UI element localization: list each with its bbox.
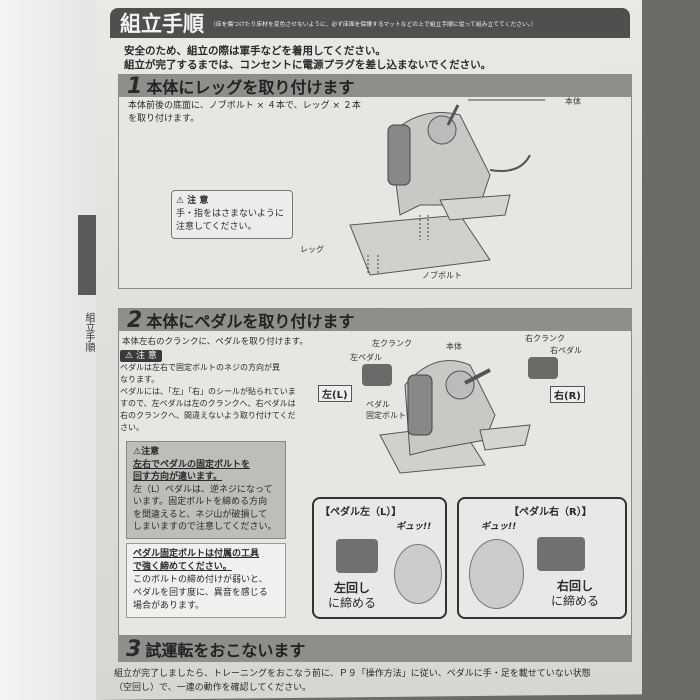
right-pedal-callout: 【ペダル右（R）】 ギュッ!! 右回しに締める xyxy=(457,497,627,619)
label-knob-bolt: ノブボルト xyxy=(422,271,462,280)
text-line: 回す方向が違います。 xyxy=(133,472,223,482)
text-line: 左（L）ペダルは、逆ネジになって xyxy=(133,484,273,495)
warning-icon: ⚠ xyxy=(133,447,142,457)
text-line: しまいますので注意してください。 xyxy=(133,522,277,532)
text-line: を取り付けます。 xyxy=(128,114,200,124)
step-2-header: 2 本体にペダルを取り付けます xyxy=(119,307,631,333)
step-number: 2 xyxy=(127,307,143,333)
step-title: 本体にペダルを取り付けます xyxy=(146,312,355,331)
callout-title: 【ペダル右（R）】 xyxy=(509,507,592,518)
step-number: 3 xyxy=(126,636,142,662)
text-line: なります。 xyxy=(120,375,160,384)
text-line: （空回し）で、一連の動作を確認してください。 xyxy=(114,683,312,693)
text-line: で強く締めてください。 xyxy=(133,562,232,572)
bolt-tightening-box: ペダル固定ボルトは付属の工具 で強く締めてください。 このボルトの締め付けが弱い… xyxy=(126,543,286,618)
text-line: 本体前後の底面に、ノブボルト × ４本で、レッグ × ２本 xyxy=(128,101,361,111)
text-line: 左右でペダルの固定ボルトを xyxy=(133,459,251,470)
crank-image xyxy=(469,539,524,609)
right-tag: 右(R) xyxy=(550,386,585,403)
step-2-caution: ⚠ 注 意 ペダルは左右で固定ボルトのネジの方向が異 なります。 ペダルには、「… xyxy=(120,350,315,434)
direction-warning-box: ⚠注意 左右でペダルの固定ボルトを 回す方向が違います。 左（L）ペダルは、逆ネ… xyxy=(126,441,286,539)
adjacent-page xyxy=(0,0,100,700)
label-body: 本体 xyxy=(565,97,581,106)
text-line: 場合があります。 xyxy=(133,601,205,611)
page-title: 組立手順 xyxy=(120,12,204,36)
label-leg: レッグ xyxy=(300,245,324,254)
caution-title: 注 意 xyxy=(187,196,209,206)
text-line: 注意してください。 xyxy=(176,222,257,232)
side-tab-label: 組立手順 xyxy=(83,312,94,352)
left-pedal-callout: 【ペダル左（L）】 ギュッ!! 左回しに締める xyxy=(312,497,447,619)
label-body: 本体 xyxy=(446,342,462,351)
step-3-text: 組立が完了しましたら、トレーニングをおこなう前に、Ｐ９「操作方法」に従い、ペダル… xyxy=(114,667,591,695)
label-left-crank: 左クランク xyxy=(372,339,412,348)
label-right-crank: 右クランク xyxy=(525,334,565,343)
text-line: 組立が完了しましたら、トレーニングをおこなう前に、Ｐ９「操作方法」に従い、ペダル… xyxy=(114,669,591,679)
step-2-text: 本体左右のクランクに、ペダルを取り付けます。 xyxy=(122,337,308,347)
pedal-image xyxy=(537,537,585,571)
left-tag: 左(L) xyxy=(318,385,352,402)
text-line: ペダルを回す度に、異音を感じる xyxy=(133,588,268,598)
step-title: 試運転をおこないます xyxy=(145,641,306,660)
caution-tag: ⚠ 注 意 xyxy=(120,350,162,362)
step-3-header: 3 試運転をおこないます xyxy=(118,636,632,662)
intro-text: 安全のため、組立の際は軍手などを着用してください。 組立が完了するまでは、コンセ… xyxy=(124,44,491,72)
step-1-text: 本体前後の底面に、ノブボルト × ４本で、レッグ × ２本 を取り付けます。 xyxy=(128,100,361,126)
page-header: 組立手順 （床を傷つけたり床材を変色させないように、必ず床面を保護するマットなど… xyxy=(110,8,630,38)
callout-action: 右回しに締める xyxy=(551,579,600,608)
intro-line: 組立が完了するまでは、コンセントに電源プラグを差し込まないでください。 xyxy=(124,59,492,71)
warning-icon: ⚠ xyxy=(125,351,134,361)
warning-icon: ⚠ xyxy=(176,196,185,206)
callout-action: 左回しに締める xyxy=(328,581,377,610)
crank-image xyxy=(394,544,442,604)
text-line: 手・指をはさまないように xyxy=(176,209,284,219)
bike-leg-diagram xyxy=(349,99,545,276)
pedal-image xyxy=(336,539,378,573)
text-line: すので、左ペダルは左のクランクへ、右ペダルは xyxy=(120,399,296,408)
step-title: 本体にレッグを取り付けます xyxy=(146,78,355,97)
step-1-caution-box: ⚠ 注 意 手・指をはさまないように 注意してください。 xyxy=(171,190,293,239)
intro-line: 安全のため、組立の際は軍手などを着用してください。 xyxy=(124,45,386,57)
step-3-section: 3 試運転をおこないます xyxy=(118,636,632,662)
label-right-pedal: 右ペダル xyxy=(550,346,582,355)
label-pedal-bolt: ペダル固定ボルト xyxy=(366,400,406,420)
header-note: （床を傷つけたり床材を変色させないように、必ず床面を保護するマットなどの上で組立… xyxy=(210,21,537,28)
text-line: ペダルには、「左」「右」のシールが貼られていま xyxy=(120,387,296,396)
text-line: 右のクランクへ、間違えないよう取り付けてくだ xyxy=(120,411,296,420)
text-line: このボルトの締め付けが弱いと、 xyxy=(133,575,268,585)
callout-sfx: ギュッ!! xyxy=(396,522,432,532)
left-pedal-image xyxy=(362,364,392,386)
text-line: います。固定ボルトを締める方向 xyxy=(133,497,268,507)
label-left-pedal: 左ペダル xyxy=(350,353,382,362)
text-line: ペダル固定ボルトは付属の工具 xyxy=(133,549,260,559)
bike-pedal-diagram xyxy=(379,360,531,474)
text-line: ペダルは左右で固定ボルトのネジの方向が異 xyxy=(120,363,280,372)
side-tab-marker xyxy=(78,215,100,295)
step-number: 1 xyxy=(127,73,143,99)
callout-sfx: ギュッ!! xyxy=(481,522,517,532)
text-line: さい。 xyxy=(120,423,144,432)
text-line: を間違えると、ネジ山が破損して xyxy=(133,509,268,520)
right-pedal-image xyxy=(528,357,558,379)
step-1-header: 1 本体にレッグを取り付けます xyxy=(119,73,631,99)
callout-title: 【ペダル左（L）】 xyxy=(320,507,402,518)
